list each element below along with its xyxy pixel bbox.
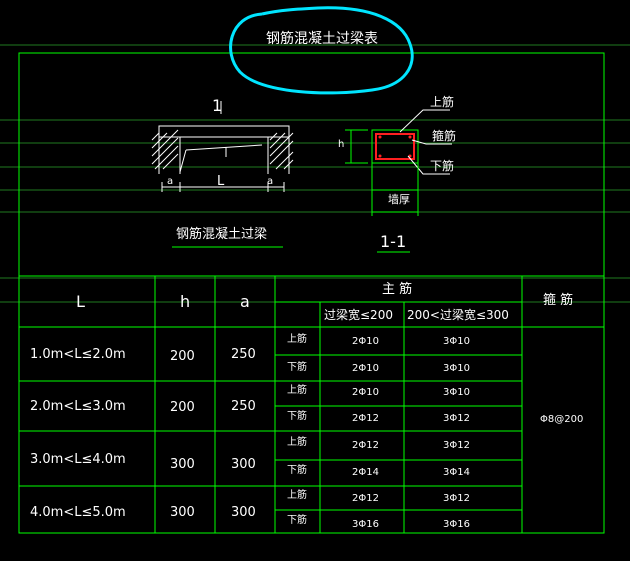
- lintel-elevation: [158, 101, 290, 192]
- row-1-top-label: 上筋: [287, 334, 307, 345]
- row-4-top-label: 上筋: [287, 490, 307, 501]
- wall-hatch-right: [269, 132, 294, 170]
- row-4-bot-300: 3Φ16: [443, 519, 470, 530]
- drawing-title: 钢筋混凝土过梁表: [266, 31, 378, 47]
- title-highlight-circle: [229, 6, 414, 95]
- row-4-L: 4.0m<L≤5.0m: [30, 505, 126, 520]
- dim-L: L: [217, 174, 225, 189]
- section-caption: 1-1: [380, 232, 407, 251]
- outer-frame: [18, 52, 605, 534]
- row-2-bot-200: 2Φ12: [352, 413, 379, 424]
- row-3-bottom-label: 下筋: [287, 465, 307, 476]
- row-2-L: 2.0m<L≤3.0m: [30, 399, 126, 414]
- row-3-top-300: 3Φ12: [443, 440, 470, 451]
- row-4-bot-200: 3Φ16: [352, 519, 379, 530]
- header-h: h: [180, 292, 191, 311]
- header-main-bars: 主 筋: [382, 282, 413, 297]
- row-3-L: 3.0m<L≤4.0m: [30, 452, 126, 467]
- label-bottom-bar: 下筋: [430, 159, 455, 173]
- header-stirrup: 箍 筋: [543, 293, 574, 308]
- row-4-a: 300: [231, 505, 256, 520]
- row-4-top-200: 2Φ12: [352, 493, 379, 504]
- label-top-bar: 上筋: [430, 95, 455, 109]
- dim-a-right: a: [267, 176, 274, 187]
- stirrup-value: Φ8@200: [540, 414, 584, 425]
- elevation-section-mark: 1: [212, 96, 223, 115]
- row-2-a: 250: [231, 399, 256, 414]
- row-3-top-label: 上筋: [287, 437, 307, 448]
- row-2-top-label: 上筋: [287, 385, 307, 396]
- dim-h: h: [338, 139, 345, 150]
- row-3-h: 300: [170, 457, 195, 472]
- row-1-h: 200: [170, 349, 195, 364]
- label-wall-thickness: 墙厚: [388, 193, 410, 206]
- section-1-1: [345, 109, 452, 253]
- row-4-h: 300: [170, 505, 195, 520]
- table-grid: [19, 276, 604, 533]
- row-1-bottom-label: 下筋: [287, 362, 307, 373]
- row-3-a: 300: [231, 457, 256, 472]
- row-2-top-200: 2Φ10: [352, 387, 379, 398]
- row-2-h: 200: [170, 400, 195, 415]
- row-1-bot-200: 2Φ10: [352, 363, 379, 374]
- wall-hatch-left: [151, 129, 179, 170]
- header-width-200-300: 200<过梁宽≤300: [407, 308, 509, 322]
- header-a: a: [240, 292, 250, 311]
- row-1-a: 250: [231, 347, 256, 362]
- row-1-L: 1.0m<L≤2.0m: [30, 347, 126, 362]
- row-3-bot-300: 3Φ14: [443, 467, 470, 478]
- row-1-top-200: 2Φ10: [352, 336, 379, 347]
- row-3-bot-200: 2Φ14: [352, 467, 379, 478]
- guide-lines: [0, 44, 630, 303]
- row-2-bottom-label: 下筋: [287, 411, 307, 422]
- row-4-bottom-label: 下筋: [287, 515, 307, 526]
- row-2-top-300: 3Φ10: [443, 387, 470, 398]
- row-2-bot-300: 3Φ12: [443, 413, 470, 424]
- row-1-bot-300: 3Φ10: [443, 363, 470, 374]
- dim-a-left: a: [167, 176, 174, 187]
- elevation-caption: 钢筋混凝土过梁: [176, 227, 268, 242]
- row-3-top-200: 2Φ12: [352, 440, 379, 451]
- header-width-le-200: 过梁宽≤200: [324, 308, 393, 322]
- label-stirrup: 箍筋: [432, 129, 457, 143]
- row-1-top-300: 3Φ10: [443, 336, 470, 347]
- header-L: L: [76, 292, 85, 311]
- row-4-top-300: 3Φ12: [443, 493, 470, 504]
